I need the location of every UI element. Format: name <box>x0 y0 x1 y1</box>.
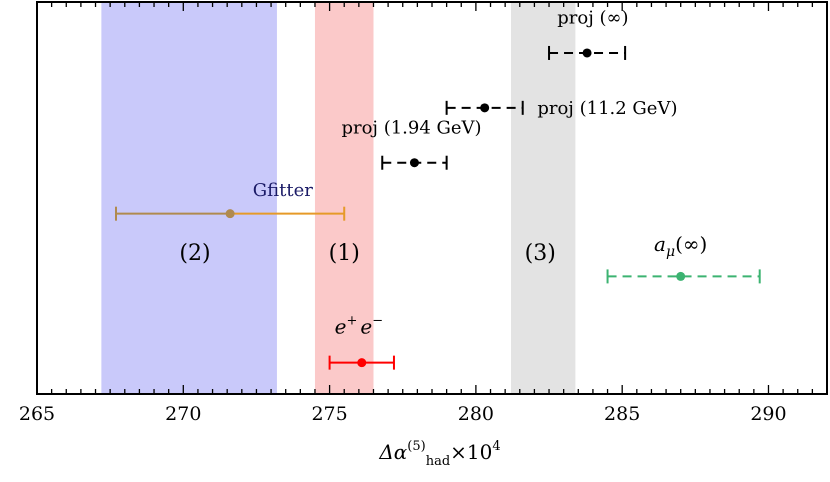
point-label: e+e− <box>335 313 384 338</box>
label-plus: + <box>346 313 357 328</box>
error-bars <box>115 45 761 370</box>
x-axis-label: Δα(5)had×104 <box>378 439 500 469</box>
data-point <box>606 269 761 284</box>
x-tick-label: 270 <box>165 403 201 425</box>
point-label: aμ(∞) <box>654 232 707 260</box>
point-label: proj (1.94 GeV) <box>341 117 481 138</box>
band-3 <box>511 2 576 394</box>
point-marker <box>225 209 235 219</box>
band-1 <box>101 2 277 394</box>
point-marker <box>409 158 419 168</box>
label-a: a <box>654 232 666 256</box>
band-label: (1) <box>329 241 360 266</box>
label-e1: e <box>335 314 347 338</box>
point-marker <box>480 103 490 113</box>
band-2 <box>314 2 374 394</box>
data-point <box>548 45 627 60</box>
point-marker <box>357 358 367 368</box>
x-tick-labels: 265 270 275 280 285 290 <box>19 403 787 425</box>
x-tick-label: 265 <box>19 403 55 425</box>
x-axis-label-main: Δα <box>378 440 407 464</box>
label-mu: μ <box>666 244 675 260</box>
point-marker <box>676 271 686 281</box>
x-tick-label: 290 <box>750 403 786 425</box>
x-tick-label: 275 <box>311 403 347 425</box>
x-axis-label-exp: 4 <box>492 439 500 454</box>
band-label: (3) <box>525 241 556 266</box>
point-label: proj (11.2 GeV) <box>537 98 677 119</box>
bands: (2) (1) (3) <box>101 2 576 394</box>
label-inf: (∞) <box>675 232 707 256</box>
data-point <box>381 155 448 170</box>
point-marker <box>582 48 592 58</box>
data-point <box>445 100 524 115</box>
label-minus: − <box>372 313 383 328</box>
x-tick-label: 280 <box>458 403 494 425</box>
band-label: (2) <box>179 241 210 266</box>
point-labels: proj (∞) proj (11.2 GeV) proj (1.94 GeV) Gf… <box>253 8 708 339</box>
point-label: proj (∞) <box>557 8 628 29</box>
x-tick-label: 285 <box>604 403 640 425</box>
x-axis-label-tail: ×10 <box>450 440 492 464</box>
point-label: Gfitter <box>253 180 314 201</box>
data-point <box>328 355 395 370</box>
axis-ticks <box>36 2 828 394</box>
label-e2: e <box>360 314 372 338</box>
x-axis-label-sup: (5) <box>407 439 425 454</box>
data-point <box>115 206 346 221</box>
x-axis-label-sub: had <box>426 454 450 469</box>
